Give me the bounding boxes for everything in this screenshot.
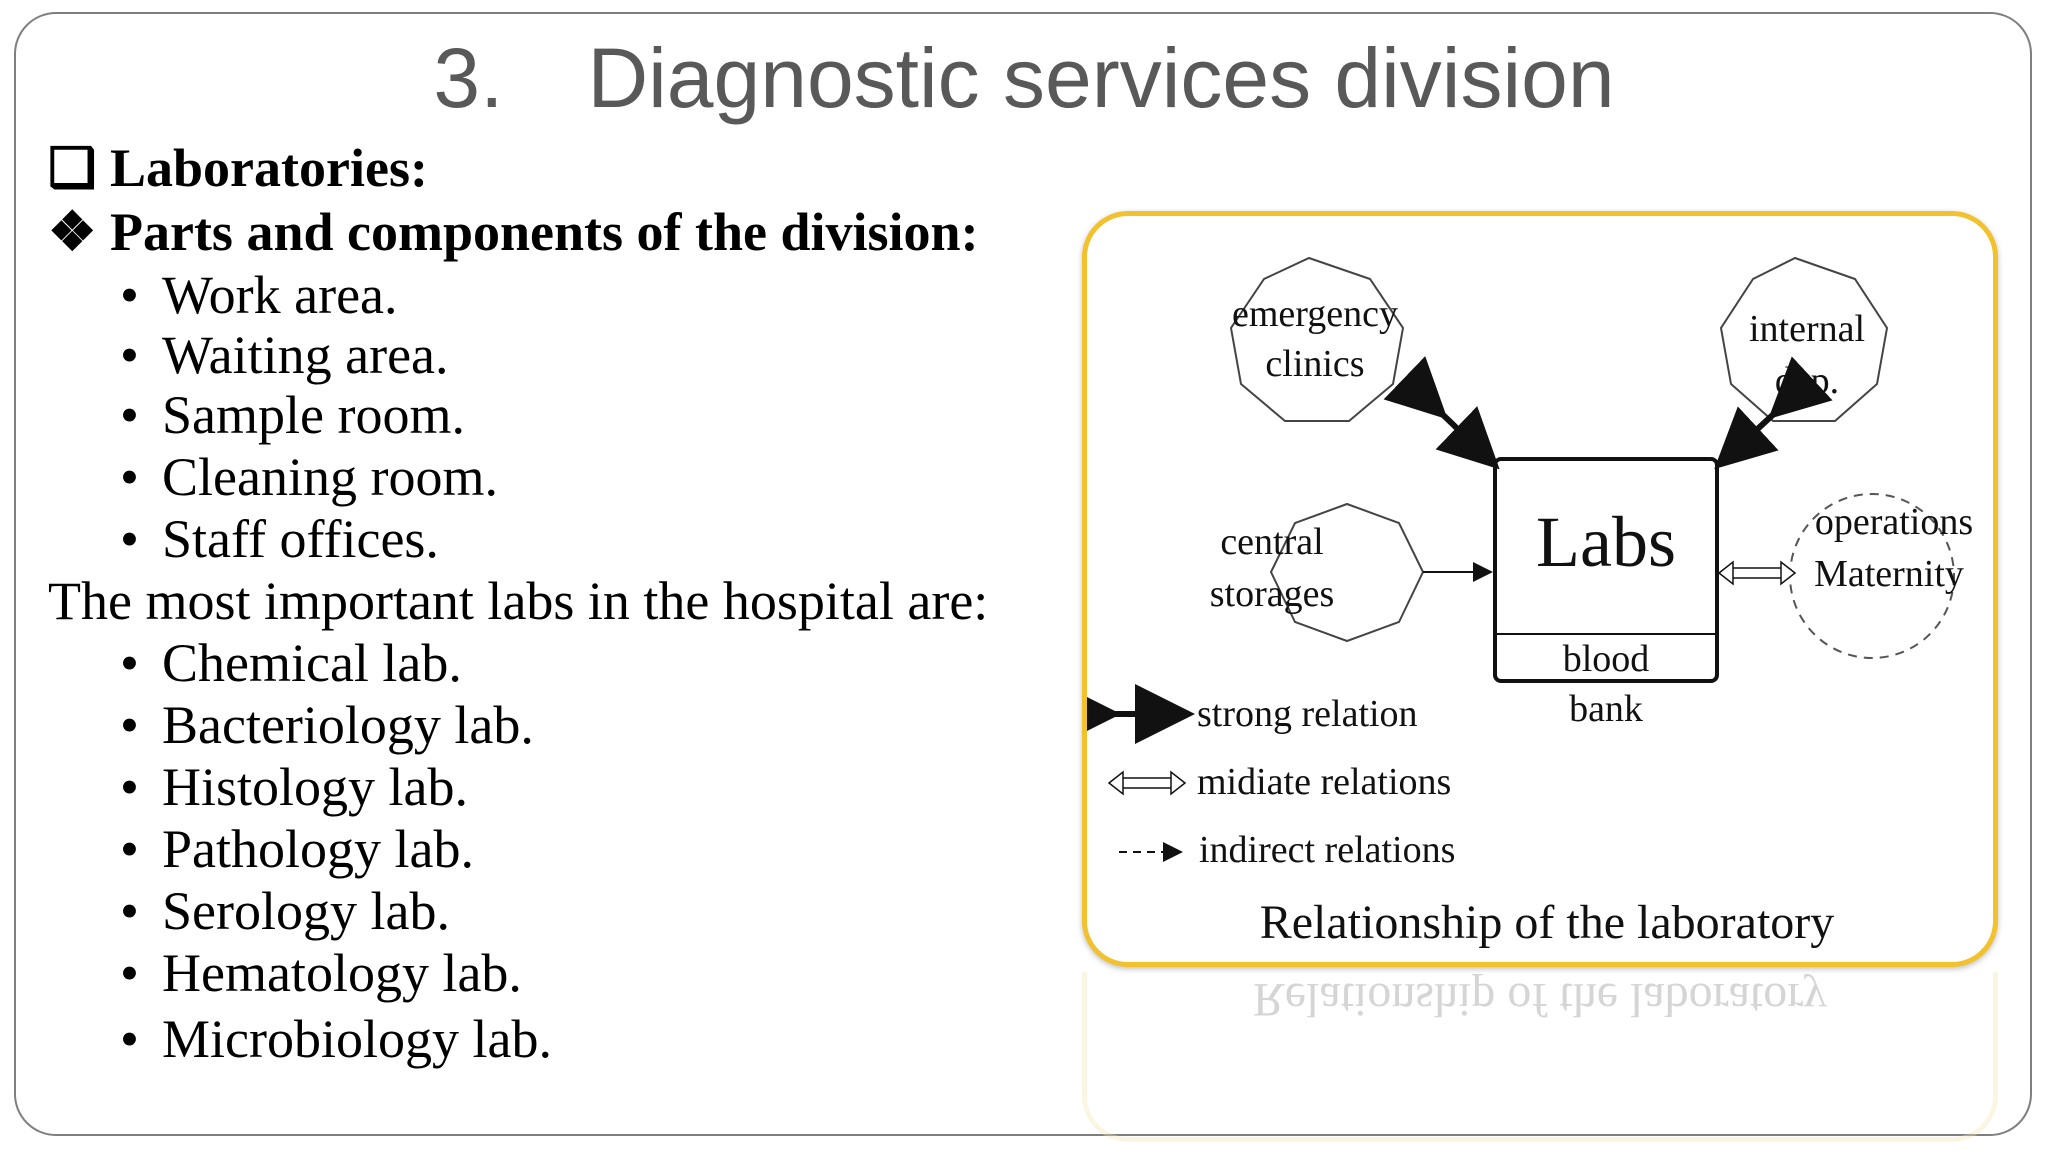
list-item: •Sample room. bbox=[120, 385, 465, 445]
checkbox-square-icon: ❑ bbox=[48, 138, 97, 198]
legend-indirect: indirect relations bbox=[1119, 829, 1455, 871]
legend-strong: strong relation bbox=[1061, 684, 1418, 744]
svg-text:midiate relations: midiate relations bbox=[1197, 761, 1451, 803]
four-diamond-icon: ❖ bbox=[48, 202, 97, 262]
storages-label: storages bbox=[1210, 573, 1335, 615]
legend-midiate: midiate relations bbox=[1107, 761, 1451, 803]
list-item: •Staff offices. bbox=[120, 509, 439, 569]
list-item: •Serology lab. bbox=[120, 881, 450, 941]
central-label: central bbox=[1220, 521, 1323, 563]
labs-title: Labs bbox=[1536, 502, 1676, 582]
blood-label: blood bbox=[1563, 638, 1650, 680]
slide-title: 3. Diagnostic services division bbox=[433, 31, 1615, 125]
laboratories-heading: ❑Laboratories: bbox=[48, 138, 428, 198]
labs-box bbox=[1493, 457, 1719, 683]
relationship-diagram: emergency clinics internal dep. central … bbox=[1061, 256, 1973, 949]
figure-reflection: Relationship of the laboratory bbox=[1082, 972, 1998, 1142]
list-item: •Bacteriology lab. bbox=[120, 695, 534, 755]
operations-label: operations bbox=[1815, 501, 1973, 543]
internal-label: internal bbox=[1749, 308, 1865, 350]
lab-relationship-figure: emergency clinics internal dep. central … bbox=[1061, 211, 1998, 967]
labs-intro: The most important labs in the hospital … bbox=[48, 571, 989, 631]
bank-label: bank bbox=[1569, 688, 1643, 730]
figure-caption: Relationship of the laboratory bbox=[1260, 896, 1835, 949]
strong-relation-arrow bbox=[1383, 356, 1500, 470]
list-item: •Chemical lab. bbox=[120, 633, 462, 693]
parts-heading: ❖Parts and components of the division: bbox=[48, 202, 979, 262]
list-item: •Work area. bbox=[120, 265, 398, 325]
strong-relation-arrow bbox=[1714, 356, 1833, 470]
list-item: •Cleaning room. bbox=[120, 447, 498, 507]
list-item: •Microbiology lab. bbox=[120, 1009, 552, 1069]
midiate-relation-arrow bbox=[1717, 560, 1797, 586]
central-storages-node bbox=[1269, 502, 1425, 643]
svg-text:indirect relations: indirect relations bbox=[1199, 829, 1455, 871]
caption-reflection: Relationship of the laboratory bbox=[1252, 973, 1828, 1026]
emergency-clinics-node bbox=[1229, 256, 1405, 422]
emergency-label: emergency bbox=[1232, 293, 1398, 335]
svg-text:strong relation: strong relation bbox=[1197, 693, 1418, 735]
clinics-label: clinics bbox=[1265, 343, 1364, 385]
maternity-label: Maternity bbox=[1814, 553, 1964, 595]
list-item: •Histology lab. bbox=[120, 757, 468, 817]
dep-label: dep. bbox=[1775, 360, 1839, 402]
list-item: •Hematology lab. bbox=[120, 943, 522, 1003]
list-item: •Waiting area. bbox=[120, 325, 449, 385]
list-item: •Pathology lab. bbox=[120, 819, 474, 879]
